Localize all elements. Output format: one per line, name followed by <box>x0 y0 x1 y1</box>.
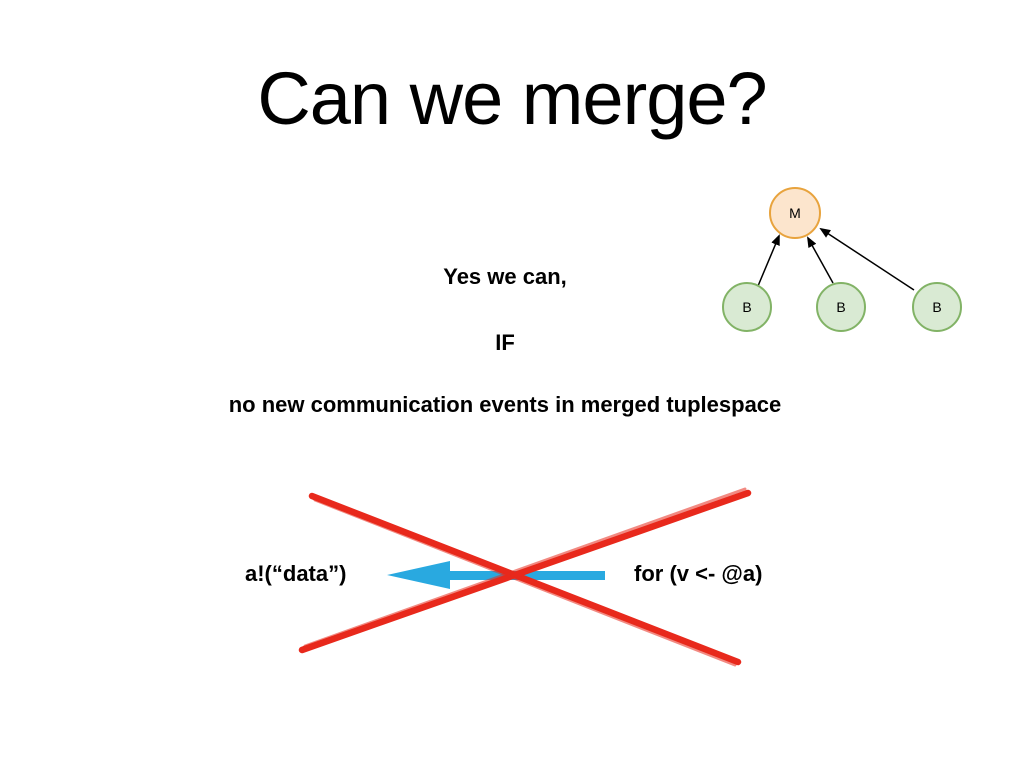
red-cross-stroke-up <box>298 489 752 654</box>
text-if: IF <box>495 330 515 355</box>
text-yes-we-can: Yes we can, <box>443 264 567 289</box>
node-b2-label: B <box>836 299 845 315</box>
red-cross-out <box>298 487 752 667</box>
node-m-label: M <box>789 205 801 221</box>
merge-diagram <box>757 227 915 291</box>
red-cross-texture-1 <box>313 498 737 667</box>
node-b3-circle <box>912 282 962 332</box>
edge-b2-to-m-arrow <box>807 236 834 284</box>
edge-b1-to-m-arrow <box>757 234 780 287</box>
node-m-circle <box>769 187 821 239</box>
text-merge-condition: no new communication events in merged tu… <box>228 392 782 417</box>
node-b1-label: B <box>742 299 751 315</box>
node-b1-circle <box>722 282 772 332</box>
slide-title: Can we merge? <box>257 57 767 140</box>
node-b3-label: B <box>932 299 941 315</box>
code-receive-expression: for (v <- @a) <box>634 561 763 586</box>
red-cross-stroke-down <box>308 492 742 666</box>
red-cross-texture-2 <box>303 487 747 648</box>
edge-b3-to-m-arrow <box>819 227 915 291</box>
code-send-expression: a!(“data”) <box>245 561 347 586</box>
blue-left-arrow <box>387 561 605 589</box>
node-b2-circle <box>816 282 866 332</box>
